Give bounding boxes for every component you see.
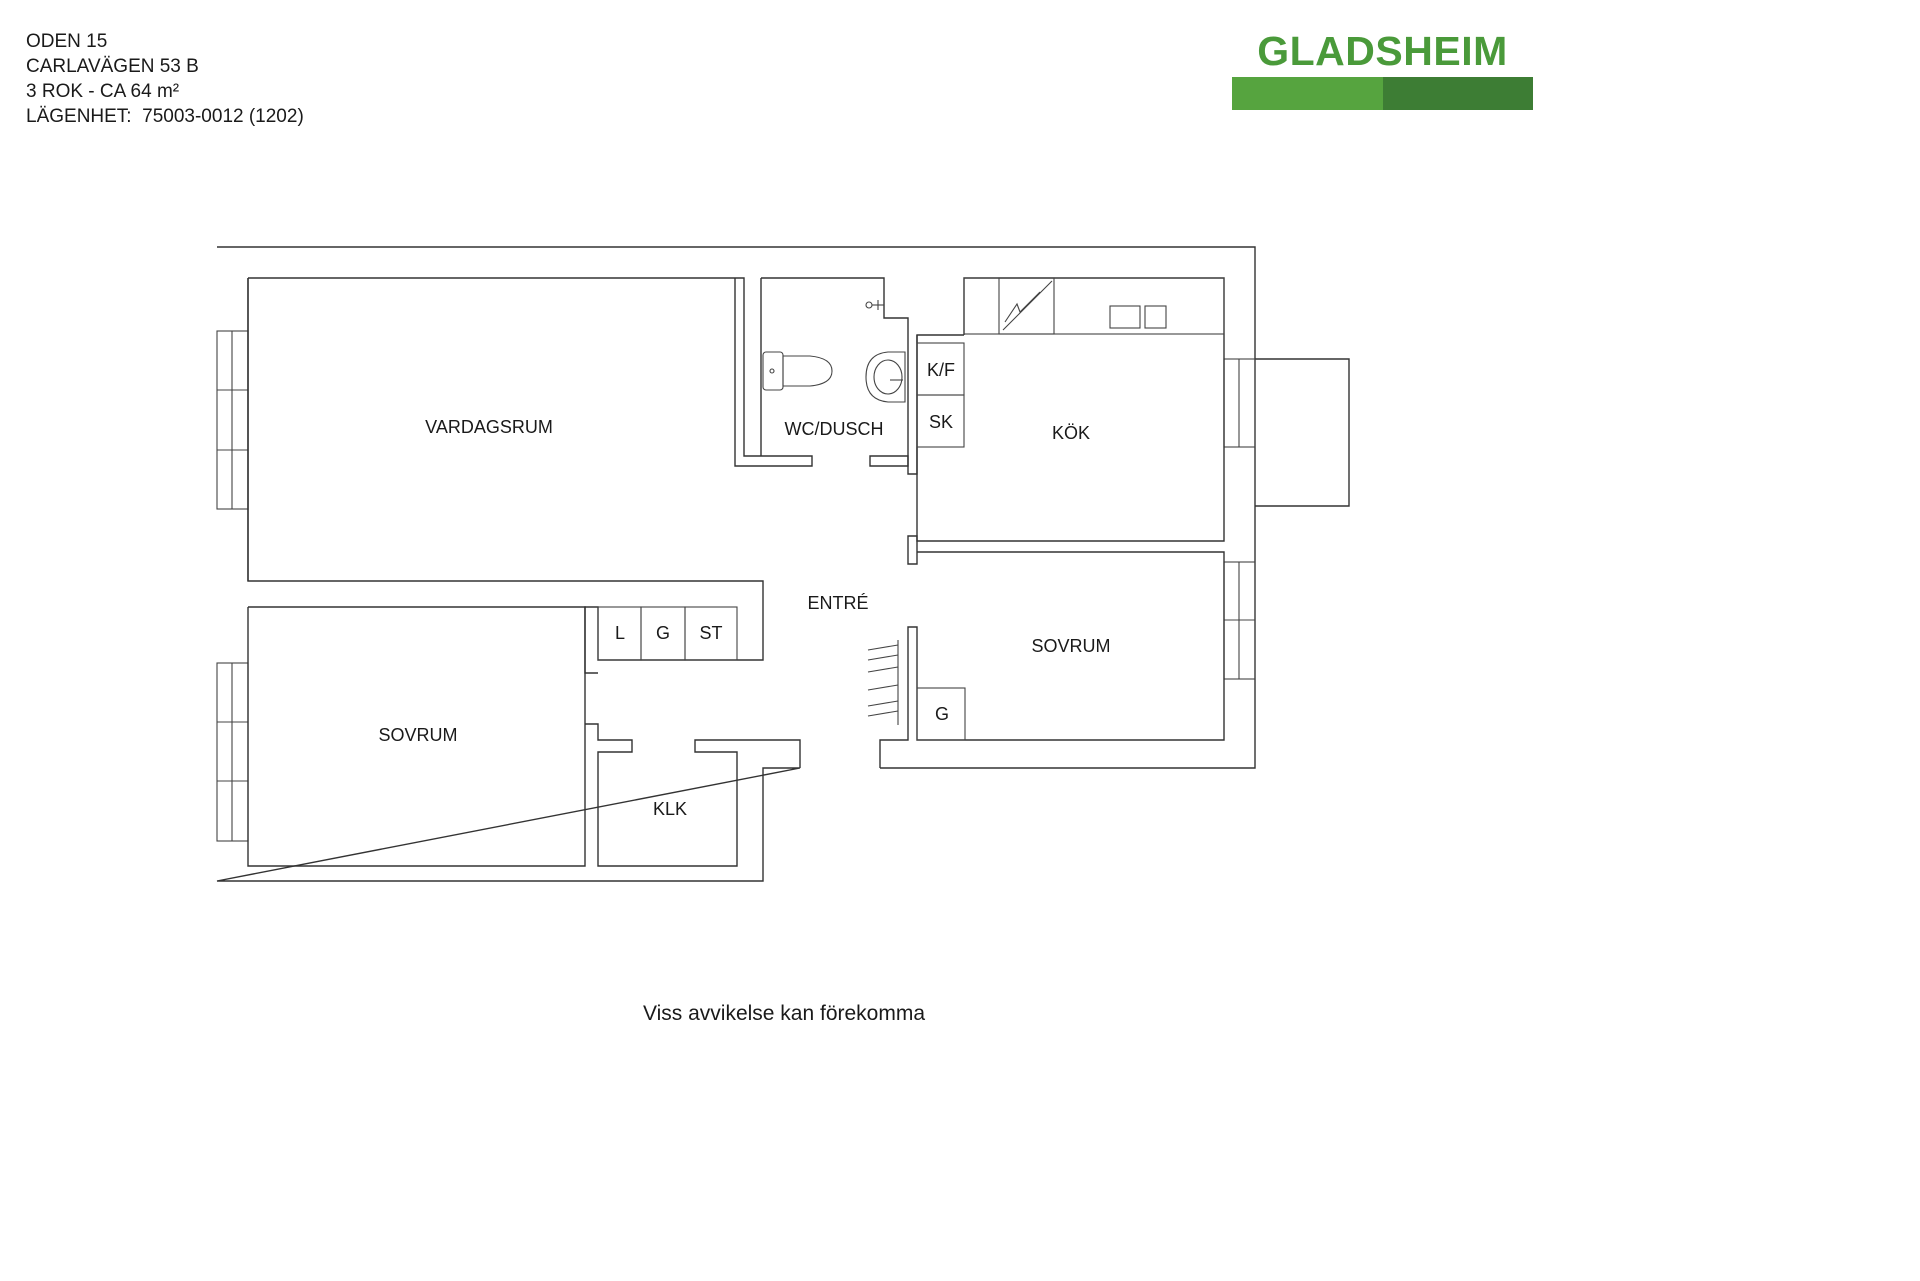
- plan-line: [873, 359, 903, 395]
- logo-bar-dark: [1383, 77, 1533, 110]
- apartment-size: 3 ROK - CA 64 m²: [26, 81, 180, 102]
- room-label-klk: KLK: [653, 799, 687, 819]
- fixture-label-g-entry: G: [656, 623, 670, 643]
- coat-rack: [867, 640, 899, 725]
- disclaimer-note: Viss avvikelse kan förekomma: [642, 1002, 926, 1025]
- apartment-number: LÄGENHET: 75003-0012 (1202): [26, 106, 304, 127]
- fixture-label-st: ST: [699, 623, 722, 643]
- wardrobe-st: [684, 606, 738, 661]
- stove: [998, 277, 1055, 335]
- room-label-wc-dusch: WC/DUSCH: [785, 419, 884, 439]
- gladsheim-logo: GLADSHEIM: [1232, 28, 1533, 110]
- balcony: [1255, 358, 1350, 507]
- plan-line: [782, 355, 833, 387]
- plan-line: [769, 368, 775, 374]
- fixture-label-kf: K/F: [927, 360, 955, 380]
- plan-line: [867, 684, 899, 691]
- plan-line: [867, 710, 899, 717]
- street-address: CARLAVÄGEN 53 B: [26, 56, 199, 77]
- plan-line: [865, 351, 906, 403]
- property-name: ODEN 15: [26, 31, 108, 52]
- kitchen-counter: [963, 277, 1225, 335]
- kitchen-wall: [916, 277, 1225, 542]
- plan-line: [867, 644, 899, 651]
- room-label-kok: KÖK: [1052, 423, 1090, 443]
- closet-wall: [585, 723, 801, 867]
- windows: [216, 330, 1256, 842]
- washbasin-icon: [865, 351, 906, 403]
- logo-wordmark: GLADSHEIM: [1257, 28, 1508, 74]
- toilet-icon: [762, 351, 833, 391]
- plan-line: [867, 666, 899, 673]
- outer-wall: [216, 246, 1256, 882]
- bedroom-east-wall: [879, 535, 1225, 768]
- plan-line: [867, 700, 899, 707]
- sink-left: [1109, 305, 1141, 329]
- logo-bar-light: [1232, 77, 1383, 110]
- stove-symbol: [1002, 280, 1053, 331]
- floor-plan: VARDAGSRUM WC/DUSCH KÖK ENTRÉ SOVRUM SOV…: [216, 246, 1350, 882]
- room-label-sovrum-west: SOVRUM: [378, 725, 457, 745]
- plan-line: [865, 301, 873, 309]
- fixture-label-g-bedroom: G: [935, 704, 949, 724]
- fixture-label-l: L: [615, 623, 625, 643]
- wardrobe-bedroom: [916, 687, 966, 741]
- room-label-entre: ENTRÉ: [807, 593, 868, 613]
- property-info: ODEN 15 CARLAVÄGEN 53 B 3 ROK - CA 64 m²…: [26, 29, 304, 129]
- room-label-vardagsrum: VARDAGSRUM: [425, 417, 553, 437]
- sink-right: [1144, 305, 1167, 329]
- room-label-sovrum-east: SOVRUM: [1031, 636, 1110, 656]
- shower-icon: [865, 300, 884, 310]
- cabinet-sk: [916, 394, 965, 448]
- living-room-wall: [247, 277, 813, 674]
- bathroom-door-stub: [869, 455, 909, 467]
- fixture-label-sk: SK: [929, 412, 953, 432]
- plan-line: [762, 351, 784, 391]
- plan-line: [867, 654, 899, 661]
- bedroom-west-wall: [247, 606, 586, 867]
